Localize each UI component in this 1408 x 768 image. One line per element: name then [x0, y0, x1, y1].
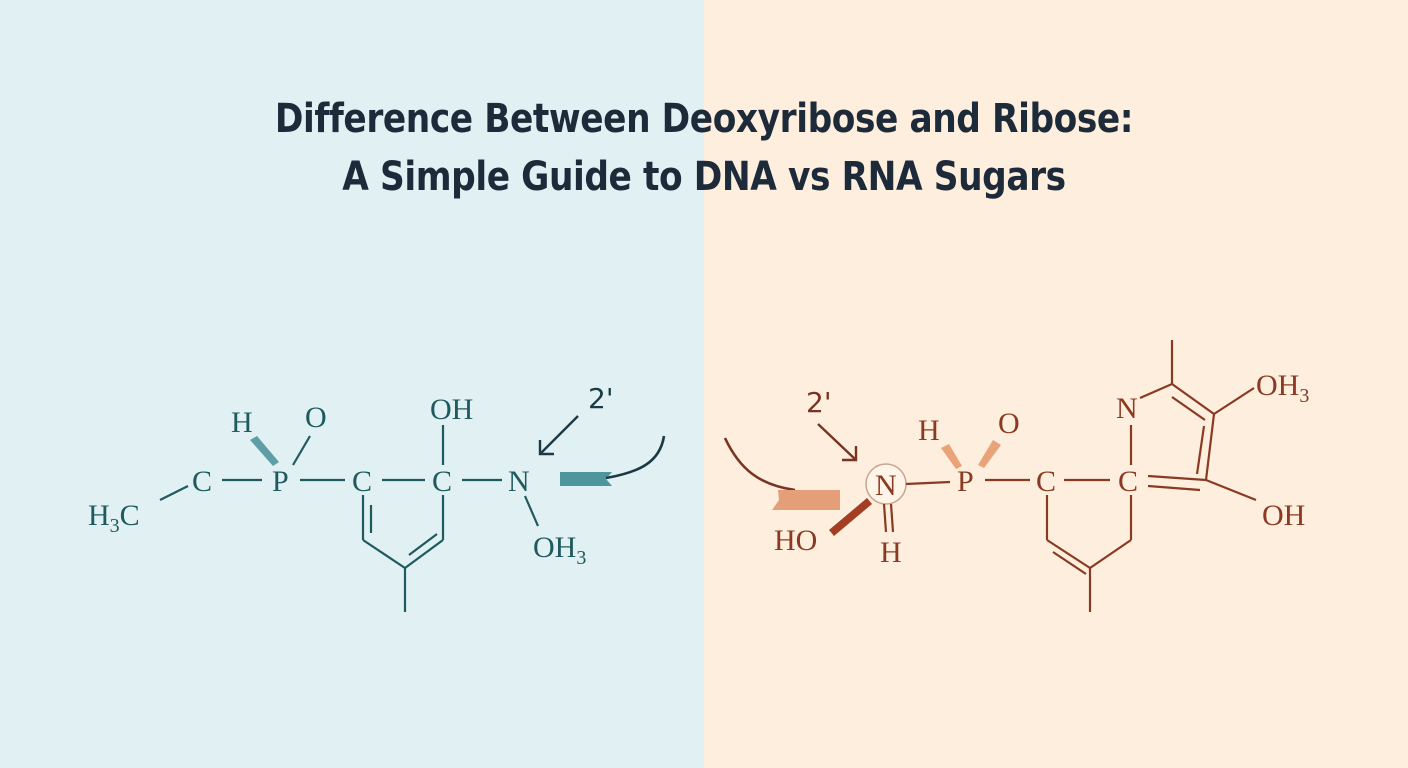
- left-oxygen: O: [305, 401, 327, 434]
- left-carbon-2: C: [352, 465, 372, 498]
- left-hydrogen: H: [231, 406, 253, 439]
- left-wedge-bond: [250, 436, 279, 466]
- left-hydroxyl: OH: [430, 393, 473, 426]
- right-phosphorus: P: [957, 465, 974, 498]
- title-line-2: A Simple Guide to DNA vs RNA Sugars: [342, 154, 1066, 200]
- left-carbon-3: C: [432, 465, 452, 498]
- left-curved-arrow-icon: [605, 435, 666, 480]
- left-2prime-arrow-icon: [538, 415, 579, 456]
- left-carbon-1: C: [192, 465, 212, 498]
- left-phosphorus: P: [272, 465, 289, 498]
- right-molecule: 2': [723, 340, 1309, 612]
- right-hydroxyl: OH: [1262, 499, 1305, 532]
- right-circled-nitrogen: N: [875, 469, 897, 502]
- deoxyribose-panel-background: [0, 0, 704, 768]
- right-hydrogen-wedge-bond: [941, 444, 962, 469]
- title-line-1: Difference Between Deoxyribose and Ribos…: [274, 96, 1134, 142]
- left-oh3-label: OH3: [533, 531, 586, 569]
- right-hydrogen-below: H: [880, 536, 902, 569]
- ribose-panel-background: [704, 0, 1408, 768]
- right-oh3-label: OH3: [1256, 369, 1309, 407]
- right-2prime-arrow-icon: [817, 423, 858, 462]
- right-hydrogen: H: [918, 414, 940, 447]
- right-2prime-label: 2': [806, 386, 832, 419]
- page-title: Difference Between Deoxyribose and Ribos…: [99, 90, 1310, 206]
- right-highlight-tab: [772, 490, 840, 510]
- left-nitrogen: N: [508, 465, 530, 498]
- right-oxygen-wedge-bond: [978, 440, 1001, 468]
- right-hydroxyl-wedge-bond: [829, 498, 872, 536]
- left-molecule: H3C C P H O C C OH N OH3 2': [88, 382, 666, 612]
- right-oxygen: O: [998, 407, 1020, 440]
- right-ring-nitrogen: N: [1116, 392, 1138, 425]
- left-bonds: [159, 425, 540, 612]
- right-bonds: [882, 340, 1257, 612]
- left-h3c-label: H3C: [88, 499, 140, 537]
- right-ho-label: HO: [774, 524, 817, 557]
- right-curved-arrow-icon: [723, 437, 796, 492]
- right-carbon-2: C: [1118, 465, 1138, 498]
- right-carbon-1: C: [1036, 465, 1056, 498]
- left-2prime-label: 2': [588, 382, 614, 415]
- left-highlight-tab: [560, 472, 612, 486]
